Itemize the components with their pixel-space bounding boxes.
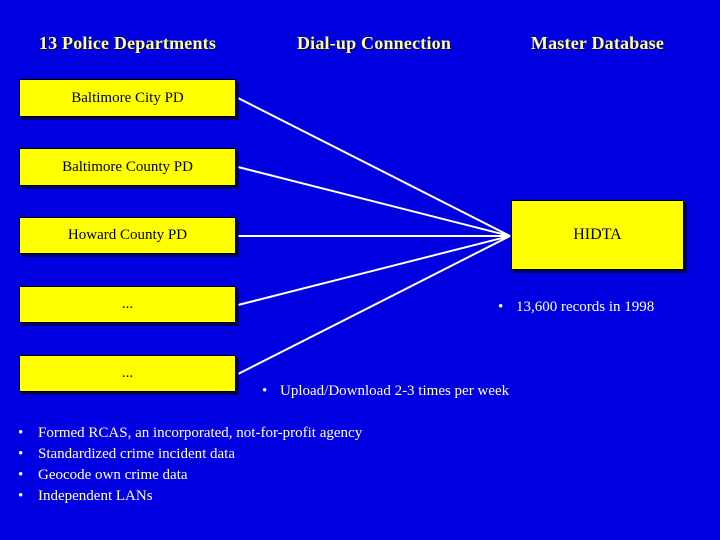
master-database-box-label: HIDTA: [573, 226, 622, 243]
bullet-dot-icon: •: [18, 425, 24, 441]
bullet-list-item: • Standardized crime incident data: [18, 444, 478, 465]
department-box-label: Baltimore City PD: [71, 89, 184, 106]
column-header-departments: 13 Police Departments: [38, 33, 217, 53]
bullet-list-item-label: Formed RCAS, an incorporated, not-for-pr…: [38, 425, 363, 441]
department-box-label: Howard County PD: [67, 227, 188, 243]
connector-line-1: [237, 97, 511, 237]
column-header-dialup: Dial-up Connection: [296, 33, 452, 53]
department-box-label: ...: [121, 296, 134, 312]
annotation-upload-text: Upload/Download 2-3 times per week: [280, 383, 510, 399]
department-box-baltimore-city[interactable]: Baltimore City PD: [19, 79, 236, 117]
connector-line-2: [237, 166, 511, 237]
bullet-list-item: • Independent LANs: [18, 486, 478, 507]
annotation-records: • 13,600 records in 1998: [498, 299, 654, 316]
bullet-dot-icon: •: [18, 446, 24, 462]
bullet-dot-icon: •: [18, 467, 24, 483]
connector-line-5: [237, 235, 511, 375]
department-box-label: ...: [121, 365, 134, 381]
bullet-list-item-label: Standardized crime incident data: [38, 446, 235, 462]
bullet-list-item-label: Independent LANs: [38, 488, 153, 504]
department-box-baltimore-county[interactable]: Baltimore County PD: [19, 148, 236, 186]
bottom-bullet-list: • Formed RCAS, an incorporated, not-for-…: [18, 423, 478, 507]
bullet-list-item: • Formed RCAS, an incorporated, not-for-…: [18, 423, 478, 444]
bullet-dot-icon: •: [498, 299, 504, 315]
bullet-dot-icon: •: [262, 383, 268, 399]
department-box-ellipsis-1[interactable]: ...: [19, 286, 236, 323]
master-database-box-hidta[interactable]: HIDTA: [511, 200, 684, 270]
department-box-howard-county[interactable]: Howard County PD: [19, 217, 236, 254]
column-header-master-database: Master Database: [530, 33, 665, 53]
department-box-label: Baltimore County PD: [62, 158, 193, 175]
connector-line-4: [237, 235, 511, 306]
annotation-records-text: 13,600 records in 1998: [516, 299, 655, 315]
department-box-ellipsis-2[interactable]: ...: [19, 355, 236, 392]
annotation-upload: • Upload/Download 2-3 times per week: [262, 383, 509, 400]
bullet-dot-icon: •: [18, 488, 24, 504]
bullet-list-item-label: Geocode own crime data: [38, 467, 188, 483]
bullet-list-item: • Geocode own crime data: [18, 465, 478, 486]
